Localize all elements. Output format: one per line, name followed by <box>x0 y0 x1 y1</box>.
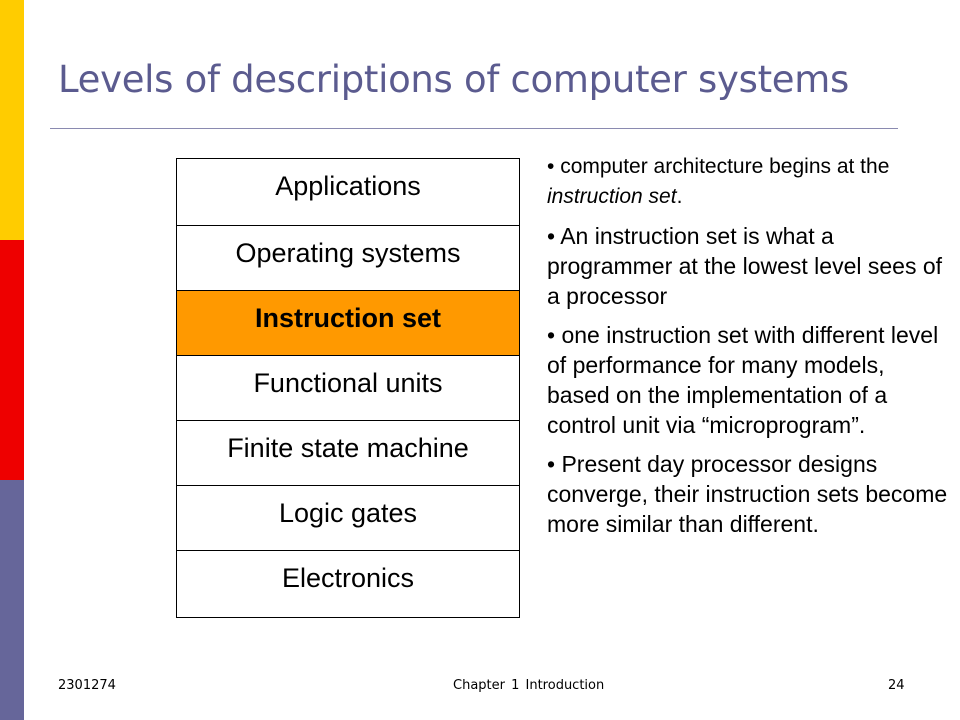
level-operating-systems: Operating systems <box>177 225 519 290</box>
levels-stack: Applications Operating systems Instructi… <box>176 158 520 618</box>
level-functional-units: Functional units <box>177 355 519 420</box>
footer-course-code: 2301274 <box>58 678 116 693</box>
level-applications: Applications <box>275 171 421 201</box>
bullet-text: An instruction set is what a programmer … <box>547 223 943 309</box>
footer-chapter: Chapter 1 Introduction <box>453 678 605 693</box>
bullet-item: • Present day processor designs converge… <box>547 451 948 537</box>
bullet-text: Present day processor designs converge, … <box>547 451 948 537</box>
bullet-text-end: . <box>676 185 683 208</box>
bullet-item: • computer architecture begins at the in… <box>547 155 890 208</box>
title-divider <box>50 128 898 129</box>
slide-title: Levels of descriptions of computer syste… <box>58 58 849 101</box>
decorative-stripe-purple <box>0 480 24 720</box>
level-instruction-set: Instruction set <box>177 290 519 355</box>
bullet-item: • one instruction set with different lev… <box>547 322 939 438</box>
bullet-emphasis: instruction set <box>547 185 677 208</box>
level-finite-state-machine: Finite state machine <box>177 420 519 485</box>
footer-page-number: 24 <box>888 678 905 693</box>
decorative-stripe-red <box>0 240 24 480</box>
bullet-text: computer architecture begins at the <box>560 155 890 178</box>
level-electronics: Electronics <box>177 550 519 617</box>
decorative-stripe-yellow <box>0 0 24 240</box>
bullet-list: • computer architecture begins at the in… <box>547 152 952 548</box>
bullet-item: • An instruction set is what a programme… <box>547 223 943 309</box>
level-logic-gates: Logic gates <box>177 485 519 550</box>
bullet-text: one instruction set with different level… <box>547 322 939 438</box>
